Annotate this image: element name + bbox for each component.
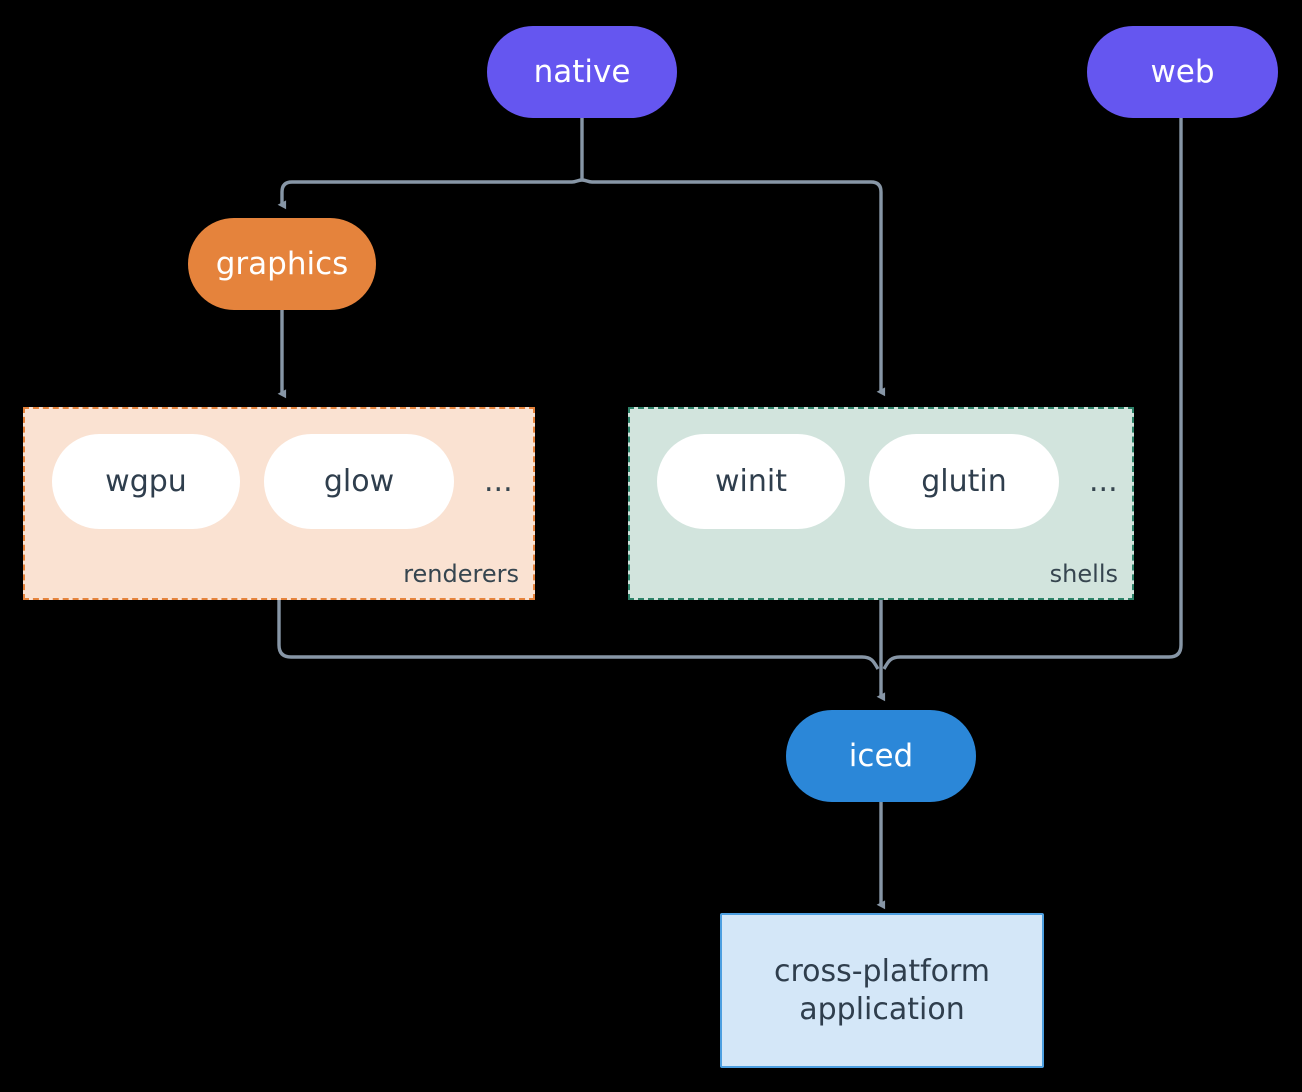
node-glutin-label: glutin bbox=[921, 464, 1007, 499]
node-wgpu-label: wgpu bbox=[105, 464, 187, 499]
group-shells[interactable]: winit glutin ... shells bbox=[628, 407, 1134, 600]
node-native[interactable]: native bbox=[487, 26, 677, 118]
node-native-label: native bbox=[533, 53, 631, 90]
node-wgpu[interactable]: wgpu bbox=[52, 434, 240, 529]
group-shells-items: winit glutin ... bbox=[657, 434, 1124, 529]
node-cross-platform-application[interactable]: cross-platform application bbox=[720, 913, 1044, 1068]
group-renderers-label: renderers bbox=[403, 560, 519, 588]
node-glow-label: glow bbox=[323, 464, 395, 499]
shells-overflow-ellipsis: ... bbox=[1089, 464, 1118, 499]
node-glow[interactable]: glow bbox=[264, 434, 454, 529]
node-application-label: cross-platform application bbox=[773, 954, 991, 1027]
node-winit-label: winit bbox=[715, 464, 787, 499]
node-winit[interactable]: winit bbox=[657, 434, 845, 529]
node-graphics-label: graphics bbox=[215, 245, 349, 282]
node-iced[interactable]: iced bbox=[786, 710, 976, 802]
group-renderers-items: wgpu glow ... bbox=[52, 434, 519, 529]
node-graphics[interactable]: graphics bbox=[188, 218, 376, 310]
node-glutin[interactable]: glutin bbox=[869, 434, 1059, 529]
node-iced-label: iced bbox=[848, 737, 914, 774]
edge-renderers-to-iced bbox=[277, 600, 880, 670]
node-web-label: web bbox=[1150, 53, 1215, 90]
renderers-overflow-ellipsis: ... bbox=[484, 464, 513, 499]
group-shells-label: shells bbox=[1049, 560, 1118, 588]
edge-native-to-graphics bbox=[277, 178, 583, 210]
edge-native-to-shells bbox=[581, 178, 886, 397]
group-renderers[interactable]: wgpu glow ... renderers bbox=[23, 407, 535, 600]
node-web[interactable]: web bbox=[1087, 26, 1278, 118]
